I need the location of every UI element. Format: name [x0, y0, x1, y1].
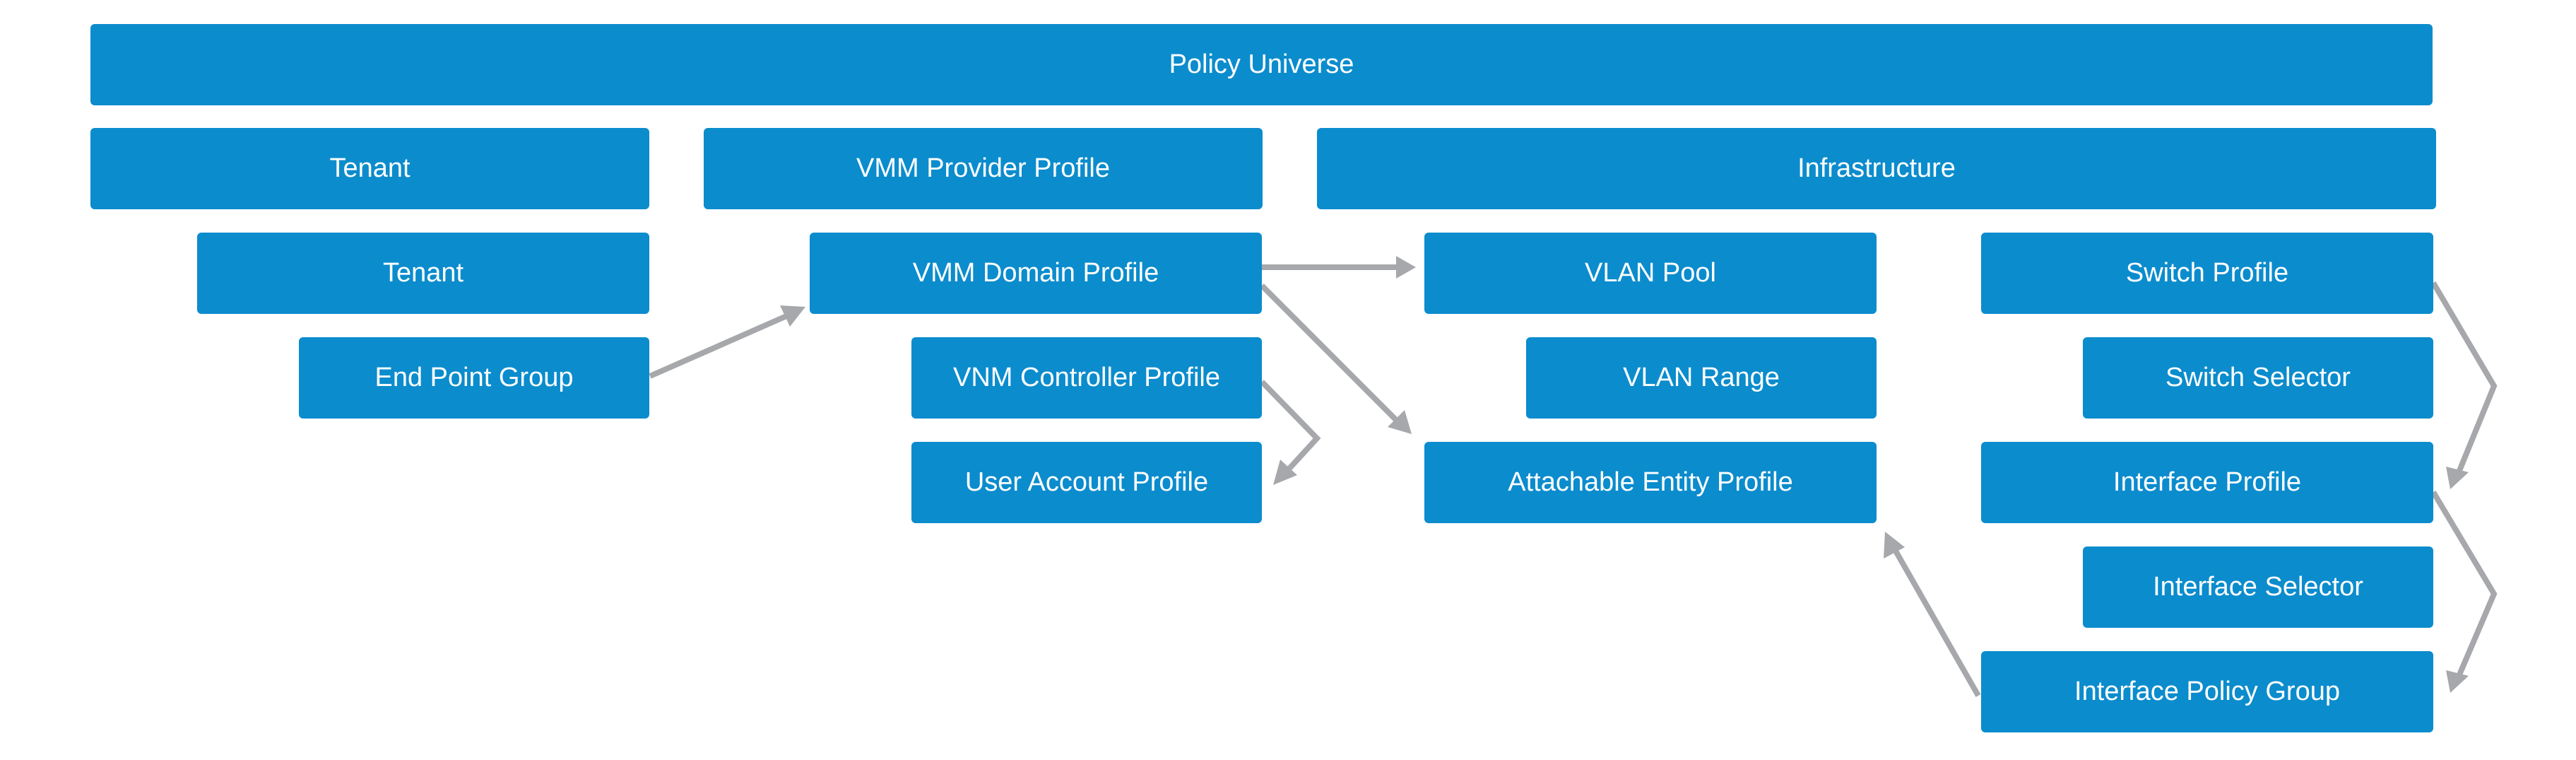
node-label: VMM Provider Profile: [856, 153, 1110, 183]
node-label: Infrastructure: [1797, 153, 1956, 183]
node-label: Interface Policy Group: [2074, 677, 2340, 706]
node-label: VNM Controller Profile: [953, 363, 1220, 392]
node-policy-universe: Policy Universe: [90, 24, 2433, 105]
node-label: VMM Domain Profile: [912, 258, 1159, 288]
node-vmm-domain-profile: VMM Domain Profile: [810, 233, 1262, 314]
edge-vnmcontroller-to-useraccount: [1260, 380, 1321, 485]
node-infrastructure: Infrastructure: [1317, 128, 2436, 209]
node-label: Policy Universe: [1169, 49, 1354, 79]
node-label: VLAN Pool: [1585, 258, 1716, 288]
node-user-account-profile: User Account Profile: [911, 442, 1262, 523]
node-label: Interface Profile: [2113, 467, 2302, 497]
node-vnm-controller-profile: VNM Controller Profile: [911, 337, 1262, 419]
node-vlan-pool: VLAN Pool: [1424, 233, 1877, 314]
node-tenant: Tenant: [197, 233, 649, 314]
edge-interfaceprofile-to-policygroup: [2430, 490, 2498, 693]
node-label: Attachable Entity Profile: [1508, 467, 1793, 497]
node-switch-profile: Switch Profile: [1981, 233, 2433, 314]
node-interface-selector: Interface Selector: [2083, 546, 2433, 628]
node-label: Interface Selector: [2153, 572, 2363, 602]
node-vlan-range: VLAN Range: [1526, 337, 1877, 419]
node-label: End Point Group: [374, 363, 574, 392]
edge-vmmdomain-to-attachable: [1260, 283, 1412, 434]
node-label: VLAN Range: [1623, 363, 1780, 392]
node-label: Switch Selector: [2166, 363, 2351, 392]
node-label: Tenant: [329, 153, 410, 183]
node-label: User Account Profile: [964, 467, 1209, 497]
node-tenant-group: Tenant: [90, 128, 649, 209]
node-interface-profile: Interface Profile: [1981, 442, 2433, 523]
edge-vmmdomain-to-vlanpool: [1262, 256, 1416, 279]
edge-switchprofile-to-interfaceprofile: [2430, 281, 2498, 489]
node-interface-policy-group: Interface Policy Group: [1981, 651, 2433, 732]
node-vmm-provider-profile: VMM Provider Profile: [704, 128, 1263, 209]
node-switch-selector: Switch Selector: [2083, 337, 2433, 419]
edge-endpointgroup-to-vmmdomain: [649, 305, 805, 379]
node-label: Tenant: [382, 258, 464, 288]
node-attachable-entity-profile: Attachable Entity Profile: [1424, 442, 1877, 523]
edge-policygroup-to-attachable: [1884, 532, 1981, 697]
node-end-point-group: End Point Group: [299, 337, 649, 419]
node-label: Switch Profile: [2125, 258, 2289, 288]
